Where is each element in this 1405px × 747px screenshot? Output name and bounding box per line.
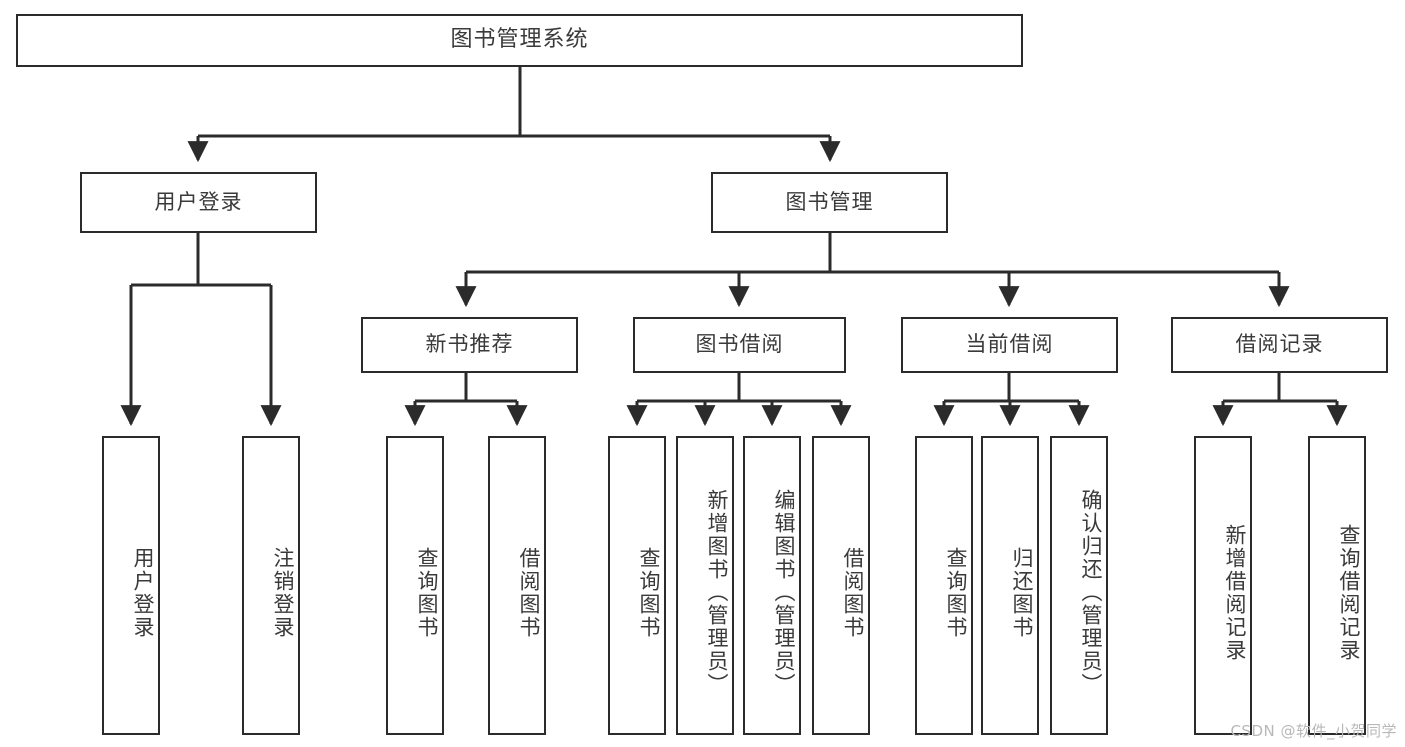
node-label: 借阅记录	[1235, 332, 1324, 357]
node-label: 借阅图书	[517, 546, 541, 639]
leaf-current-borrow-query-book[interactable]: 查询图书	[915, 436, 973, 735]
node-label: 图书管理	[785, 189, 874, 214]
node-label: 查询图书	[637, 546, 661, 639]
leaf-current-borrow-return-book[interactable]: 归还图书	[981, 436, 1039, 735]
node-label: 借阅图书	[841, 546, 865, 639]
node-new-book-recommend[interactable]: 新书推荐	[361, 317, 578, 373]
leaf-book-borrow-add-book-admin[interactable]: 新增图书（管理员）	[676, 436, 734, 735]
csdn-watermark: CSDN @软件_小贺同学	[1230, 722, 1397, 740]
node-label: 新书推荐	[425, 332, 514, 357]
leaf-borrow-record-add-record[interactable]: 新增借阅记录	[1194, 436, 1252, 735]
node-root-book-management-system[interactable]: 图书管理系统	[16, 14, 1023, 67]
node-label: 新增借阅记录	[1223, 523, 1247, 662]
leaf-new-book-borrow-book[interactable]: 借阅图书	[488, 436, 546, 735]
node-label: 查询图书	[415, 546, 439, 639]
leaf-book-borrow-edit-book-admin[interactable]: 编辑图书（管理员）	[743, 436, 801, 735]
leaf-book-borrow-query-book[interactable]: 查询图书	[608, 436, 666, 735]
node-label: 编辑图书（管理员）	[772, 489, 796, 696]
node-current-borrow[interactable]: 当前借阅	[901, 317, 1118, 373]
leaf-current-borrow-confirm-return-admin[interactable]: 确认归还（管理员）	[1050, 436, 1108, 735]
leaf-new-book-query-book[interactable]: 查询图书	[386, 436, 444, 735]
node-label: 图书借阅	[695, 332, 784, 357]
node-label: 图书管理系统	[450, 27, 589, 53]
node-label: 新增图书（管理员）	[705, 489, 729, 696]
leaf-book-borrow-borrow-book[interactable]: 借阅图书	[812, 436, 870, 735]
node-book-management[interactable]: 图书管理	[711, 172, 948, 233]
node-label: 归还图书	[1010, 546, 1034, 639]
leaf-user-login-logout[interactable]: 注销登录	[242, 436, 300, 735]
node-label: 用户登录	[154, 189, 243, 214]
node-label: 查询借阅记录	[1337, 523, 1361, 662]
leaf-user-login-login[interactable]: 用户登录	[102, 436, 160, 735]
node-borrow-record[interactable]: 借阅记录	[1171, 317, 1388, 373]
node-label: 用户登录	[131, 546, 155, 639]
node-label: 当前借阅	[965, 332, 1054, 357]
node-label: 查询图书	[944, 546, 968, 639]
node-label: 注销登录	[271, 546, 295, 639]
leaf-borrow-record-query-record[interactable]: 查询借阅记录	[1308, 436, 1366, 735]
node-label: 确认归还（管理员）	[1079, 489, 1103, 696]
node-user-login[interactable]: 用户登录	[80, 172, 317, 233]
node-book-borrow[interactable]: 图书借阅	[633, 317, 846, 373]
